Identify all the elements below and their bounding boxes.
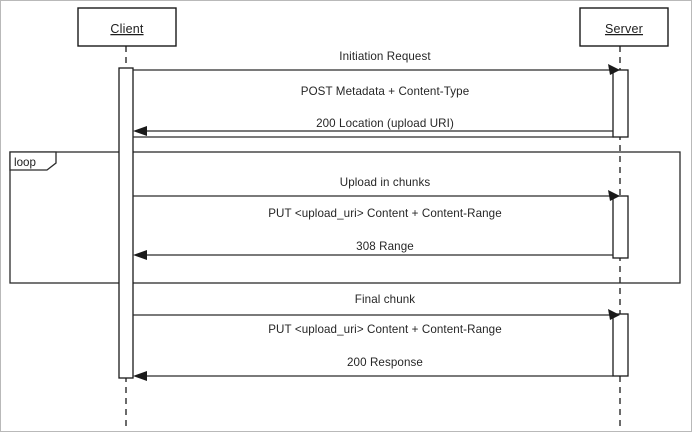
msg-arrowhead-put-final xyxy=(608,309,620,320)
msg-arrowhead-200-location xyxy=(133,126,147,136)
participant-box-client[interactable] xyxy=(77,7,177,47)
msg-arrowhead-post-metadata xyxy=(608,64,620,75)
msg-arrowhead-put-chunk xyxy=(608,190,620,201)
msg-arrowhead-308-range xyxy=(133,250,147,260)
activation-bar-client xyxy=(118,67,134,379)
activation-bar-server-chunk xyxy=(612,195,629,259)
msg-label-put-chunk: PUT <upload_uri> Content + Content-Range xyxy=(268,207,502,220)
participant-client[interactable]: Client xyxy=(77,7,177,47)
msg-label-308-range: 308 Range xyxy=(356,240,414,253)
participant-label-client: Client xyxy=(110,22,143,36)
loop-fragment-box xyxy=(9,151,681,284)
section-header-chunk-loop: Upload in chunks xyxy=(340,176,431,189)
participant-box-server[interactable] xyxy=(579,7,669,47)
loop-fragment: loop xyxy=(9,151,681,284)
activation-bar-server-initiation xyxy=(612,69,629,138)
msg-label-200-location: 200 Location (upload URI) xyxy=(316,117,454,130)
section-chunk-loop: Upload in chunks PUT <upload_uri> Conten… xyxy=(133,176,620,260)
msg-label-200-response: 200 Response xyxy=(347,356,423,369)
msg-label-post-metadata: POST Metadata + Content-Type xyxy=(301,85,470,98)
section-final-chunk: Final chunk PUT <upload_uri> Content + C… xyxy=(133,293,620,381)
msg-arrowhead-200-response xyxy=(133,371,147,381)
activation-bar-server-final xyxy=(612,313,629,377)
loop-fragment-tab xyxy=(9,151,57,171)
section-initiation: Initiation Request POST Metadata + Conte… xyxy=(133,50,620,138)
section-header-initiation: Initiation Request xyxy=(339,50,431,63)
loop-fragment-operator-label: loop xyxy=(14,156,36,169)
participant-server[interactable]: Server xyxy=(579,7,669,47)
section-header-final-chunk: Final chunk xyxy=(355,293,415,306)
msg-label-put-final: PUT <upload_uri> Content + Content-Range xyxy=(268,323,502,336)
participant-label-server: Server xyxy=(605,22,643,36)
